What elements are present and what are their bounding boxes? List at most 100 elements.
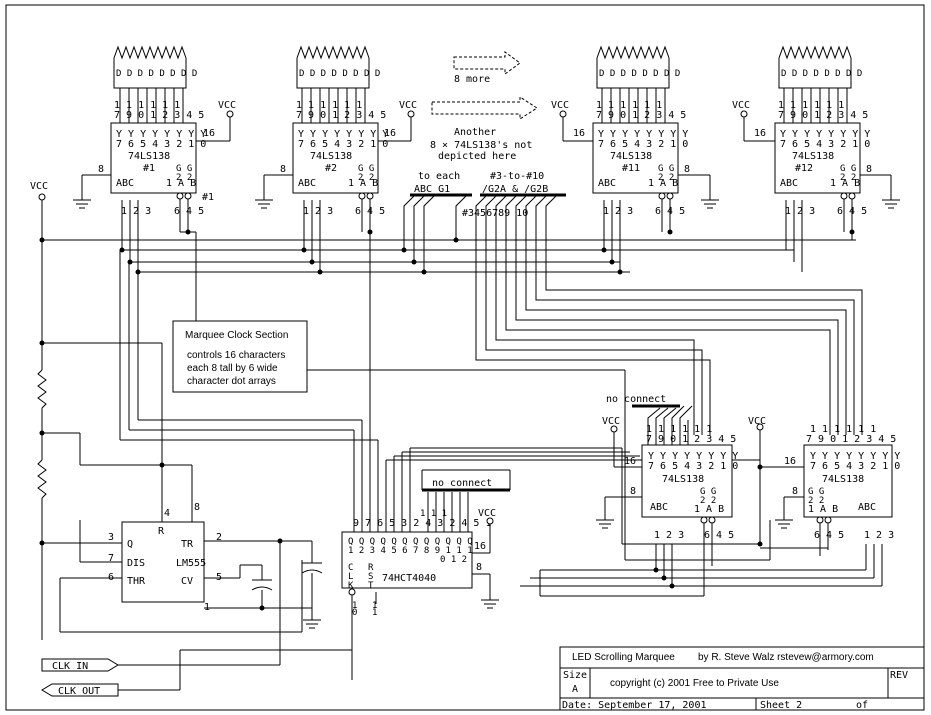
decoder-11-pin8: 8 bbox=[684, 164, 690, 175]
decoder-5-g1ab: 1 A B bbox=[694, 504, 724, 515]
title-block-date: Date: September 17, 2001 bbox=[562, 700, 707, 711]
counter-pin-row: 9 7 6 5 3 2 4 3 2 4 5 1 bbox=[353, 518, 491, 529]
decoder-11-drive-labels: D D D D D D D D bbox=[599, 69, 680, 79]
decoder-2-part: 74LS138 bbox=[310, 151, 352, 162]
decoder-5: no connect 1 1 1 1 1 1 7 9 0 1 2 3 4 5 Y… bbox=[596, 394, 738, 596]
title-block-copyright: copyright (c) 2001 Free to Private Use bbox=[610, 678, 779, 689]
counter-clk3: K bbox=[348, 581, 354, 591]
decoder-12-pins123: 1 2 3 bbox=[785, 206, 815, 217]
decoder-6-ground bbox=[775, 519, 793, 529]
counter-clk2: L bbox=[348, 572, 353, 582]
decoder-1-g22: 2 2 bbox=[176, 173, 192, 183]
decoder-2-outputs: Y Y Y Y Y Y Y Y bbox=[298, 129, 388, 140]
decoder-12-part: 74LS138 bbox=[792, 151, 834, 162]
decoder-1-ground bbox=[73, 199, 91, 209]
decoder-6-part: 74LS138 bbox=[822, 474, 864, 485]
range-pins-label: #3456789 10 bbox=[462, 208, 528, 219]
counter-pin11b: 1 bbox=[372, 608, 377, 618]
counter-rst: R bbox=[368, 563, 374, 573]
decoder-11-ground bbox=[701, 199, 719, 209]
decoder-6-vcc: VCC bbox=[748, 416, 766, 427]
more-arrow-mid bbox=[431, 96, 538, 120]
decoder-11-g: G G bbox=[658, 164, 674, 174]
decoder-2-body bbox=[292, 122, 379, 194]
rail-junctions bbox=[39, 229, 855, 275]
decoder-11-pins123: 1 2 3 bbox=[603, 206, 633, 217]
decoder-1-pins645: 6 4 5 bbox=[174, 206, 204, 217]
counter-pin16: 16 bbox=[474, 541, 486, 552]
decoder-12-g: G G bbox=[840, 164, 856, 174]
decoder-6-g: G G bbox=[808, 487, 824, 497]
decoder-2-tag: #2 bbox=[325, 163, 337, 174]
decoder-1-pin8: 8 bbox=[98, 164, 104, 175]
title-block: LED Scrolling Marquee by R. Steve Walz r… bbox=[559, 646, 925, 711]
abc-g1-label: ABC G1 bbox=[414, 184, 450, 195]
clock-section-box bbox=[172, 320, 308, 393]
decoder-11-pin16: 16 bbox=[573, 128, 585, 139]
decoder-12-pin8: 8 bbox=[866, 164, 872, 175]
decoder-5-vcc: VCC bbox=[602, 416, 620, 427]
counter-nc-wires bbox=[427, 492, 469, 532]
decoder-11-g1ab: 1 A B bbox=[648, 178, 678, 189]
title-block-sheet: Sheet 2 bbox=[760, 700, 802, 711]
range-label: #3-to-#10 bbox=[490, 171, 544, 182]
lm555-tr: TR bbox=[181, 539, 194, 550]
decoder-1-drive-labels: D D D D D D D D bbox=[116, 69, 197, 79]
clk-out-label: CLK OUT bbox=[58, 686, 100, 697]
decoder-12-drive-labels: D D D D D D D D bbox=[781, 69, 862, 79]
decoder-11-part: 74LS138 bbox=[610, 151, 652, 162]
decoder-12-output-nums: 7 6 5 4 3 2 1 0 bbox=[780, 139, 870, 150]
decoder-12-vcc: VCC bbox=[732, 100, 750, 111]
decoder-5-pin16: 16 bbox=[624, 456, 636, 467]
no-connect-decoder-5: no connect bbox=[606, 394, 666, 405]
lm555-r: R bbox=[158, 526, 165, 537]
decoder-6: 1 1 1 1 1 1 7 9 0 1 2 3 4 5 Y Y Y Y Y Y … bbox=[748, 416, 900, 586]
clock-section-line1: controls 16 characters bbox=[187, 350, 285, 361]
decoder-12-top-pins-ones: 1 1 1 1 1 1 bbox=[778, 100, 844, 111]
decoder-1-vcc: VCC bbox=[218, 100, 236, 111]
counter-q-nums: 1 2 3 4 5 6 7 8 9 1 1 1 bbox=[348, 546, 473, 556]
decoder-12-ground bbox=[882, 199, 900, 209]
decoder-1: D D D D D D D D 1 1 1 1 1 1 7 9 0 1 2 3 … bbox=[73, 45, 236, 217]
bottom-rails bbox=[520, 370, 882, 597]
title-block-of: of bbox=[856, 700, 868, 711]
resistor-1 bbox=[37, 369, 47, 409]
decoder-1-g1ab: 1 A B bbox=[166, 178, 196, 189]
left-vcc-terminal bbox=[38, 193, 46, 201]
decoder-6-pin16: 16 bbox=[784, 456, 796, 467]
counter-vcc: VCC bbox=[478, 508, 496, 519]
clock-section-line3: character dot arrays bbox=[187, 376, 276, 387]
decoder-6-g22: 2 2 bbox=[808, 496, 824, 506]
decoder-1-top-pins-ones: 1 1 1 1 1 1 bbox=[114, 100, 180, 111]
clk-in-label: CLK IN bbox=[52, 661, 88, 672]
decoder-1-g: G G bbox=[176, 164, 192, 174]
decoder-5-top-pins-ones: 1 1 1 1 1 1 bbox=[646, 424, 712, 435]
counter-out-wires bbox=[120, 380, 760, 532]
decoder-5-g: G G bbox=[700, 487, 716, 497]
decoder-5-outputs: Y Y Y Y Y Y Y Y bbox=[648, 451, 738, 462]
decoder-5-g22: 2 2 bbox=[700, 496, 716, 506]
decoder-11-g22: 2 2 bbox=[658, 173, 674, 183]
decoder-5-body bbox=[641, 444, 733, 518]
decoder-12-g1ab: 1 A B bbox=[830, 178, 860, 189]
decoder-5-top-pins: 7 9 0 1 2 3 4 5 bbox=[646, 434, 736, 445]
clock-section-line2: each 8 tall by 6 wide bbox=[187, 363, 278, 374]
decoder-1-output-nums: 7 6 5 4 3 2 1 0 bbox=[116, 139, 206, 150]
decoder-2-g: G G bbox=[358, 164, 374, 174]
counter-ground bbox=[481, 599, 499, 609]
decoder-11-top-pins-ones: 1 1 1 1 1 1 bbox=[596, 100, 662, 111]
decoder-6-pin8: 8 bbox=[792, 486, 798, 497]
title-block-author: by R. Steve Walz rstevew@armory.com bbox=[698, 652, 874, 663]
title-block-rev: REV bbox=[890, 670, 908, 681]
decoder-1-part: 74LS138 bbox=[128, 151, 170, 162]
decoder-5-output-nums: 7 6 5 4 3 2 1 0 bbox=[648, 461, 738, 472]
decoder-1-output-arrows bbox=[113, 45, 187, 89]
decoder-6-pins645: 6 4 5 bbox=[814, 530, 844, 541]
no-connect-counter: no connect bbox=[432, 478, 492, 489]
bus-g2a-g2b bbox=[475, 195, 863, 435]
counter-part: 74HCT4040 bbox=[382, 573, 436, 584]
decoder-11: D D D D D D D D 1 1 1 1 1 1 7 9 0 1 2 3 … bbox=[551, 45, 719, 217]
lm555-q: Q bbox=[127, 539, 133, 550]
counter-rst2: S bbox=[368, 572, 373, 582]
